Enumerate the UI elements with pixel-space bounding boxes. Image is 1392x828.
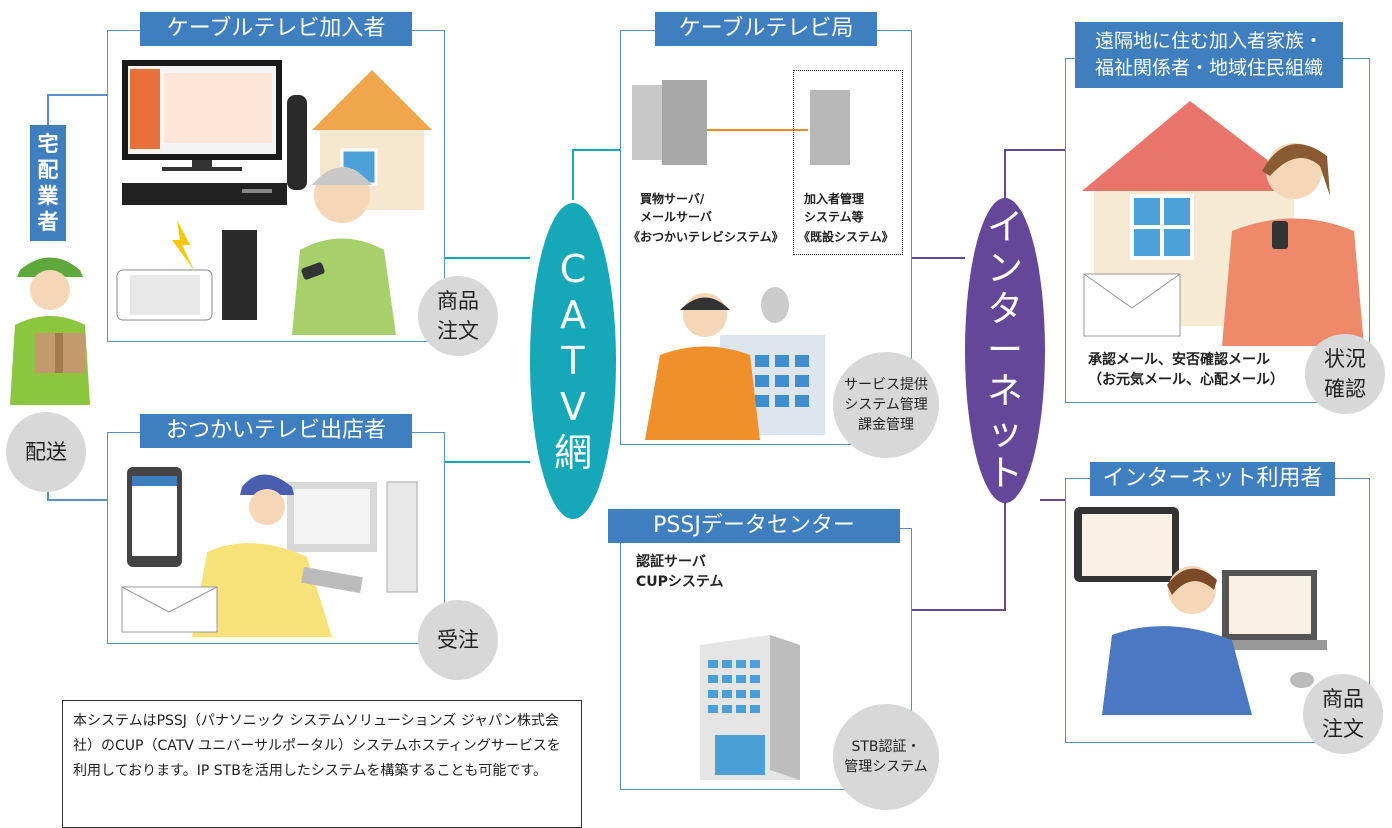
server-icons [632, 80, 850, 165]
station-operator-illustration [645, 287, 825, 440]
member-system-name: 《既設システム》 [798, 230, 894, 244]
family-status-circle: 状況確認 [1305, 334, 1385, 414]
subscriber-order-circle: 商品注文 [418, 276, 498, 356]
internet-network: イ ン タ ー ネ ッ ト [965, 198, 1045, 503]
delivery-circle: 配送 [6, 412, 86, 492]
station-services-circle: サービス提供システム管理課金管理 [833, 352, 939, 458]
store-illustration [121, 467, 418, 637]
datacenter-building-icon [700, 635, 800, 780]
system-note: 本システムはPSSJ（パナソニック システムソリューションズ ジャパン株式会社）… [62, 700, 582, 828]
shopping-server-label: 買物サーバ/メールサーバ [640, 192, 712, 224]
subscriber-illustration [116, 60, 432, 335]
family-mail-label: 承認メール、安否確認メール（お元気メール、心配メール） [1088, 352, 1284, 388]
member-system-label: 加入者管理システム等 [804, 192, 865, 224]
delivery-label: 宅配業者 [30, 125, 66, 241]
catv-network: C A T V 網 [530, 203, 616, 519]
store-title: おつかいテレビ出店者 [140, 414, 412, 448]
internet-user-illustration [1074, 507, 1327, 715]
internet-user-title: インターネット利用者 [1090, 462, 1335, 496]
internet-user-order-circle: 商品注文 [1303, 674, 1383, 754]
store-order-circle: 受注 [418, 600, 498, 680]
delivery-person-illustration [10, 257, 90, 405]
family-illustration [1082, 101, 1364, 346]
subscriber-title: ケーブルテレビ加入者 [140, 12, 412, 46]
shopping-server-system: 《おつかいテレビシステム》 [628, 230, 784, 244]
family-title: 遠隔地に住む加入者家族・福祉関係者・地域住民組織 [1075, 22, 1343, 88]
datacenter-system-circle: STB認証・管理システム [833, 704, 939, 810]
datacenter-title: PSSJデータセンター [608, 509, 900, 543]
existing-system-box [793, 70, 903, 255]
station-title: ケーブルテレビ局 [655, 12, 877, 46]
